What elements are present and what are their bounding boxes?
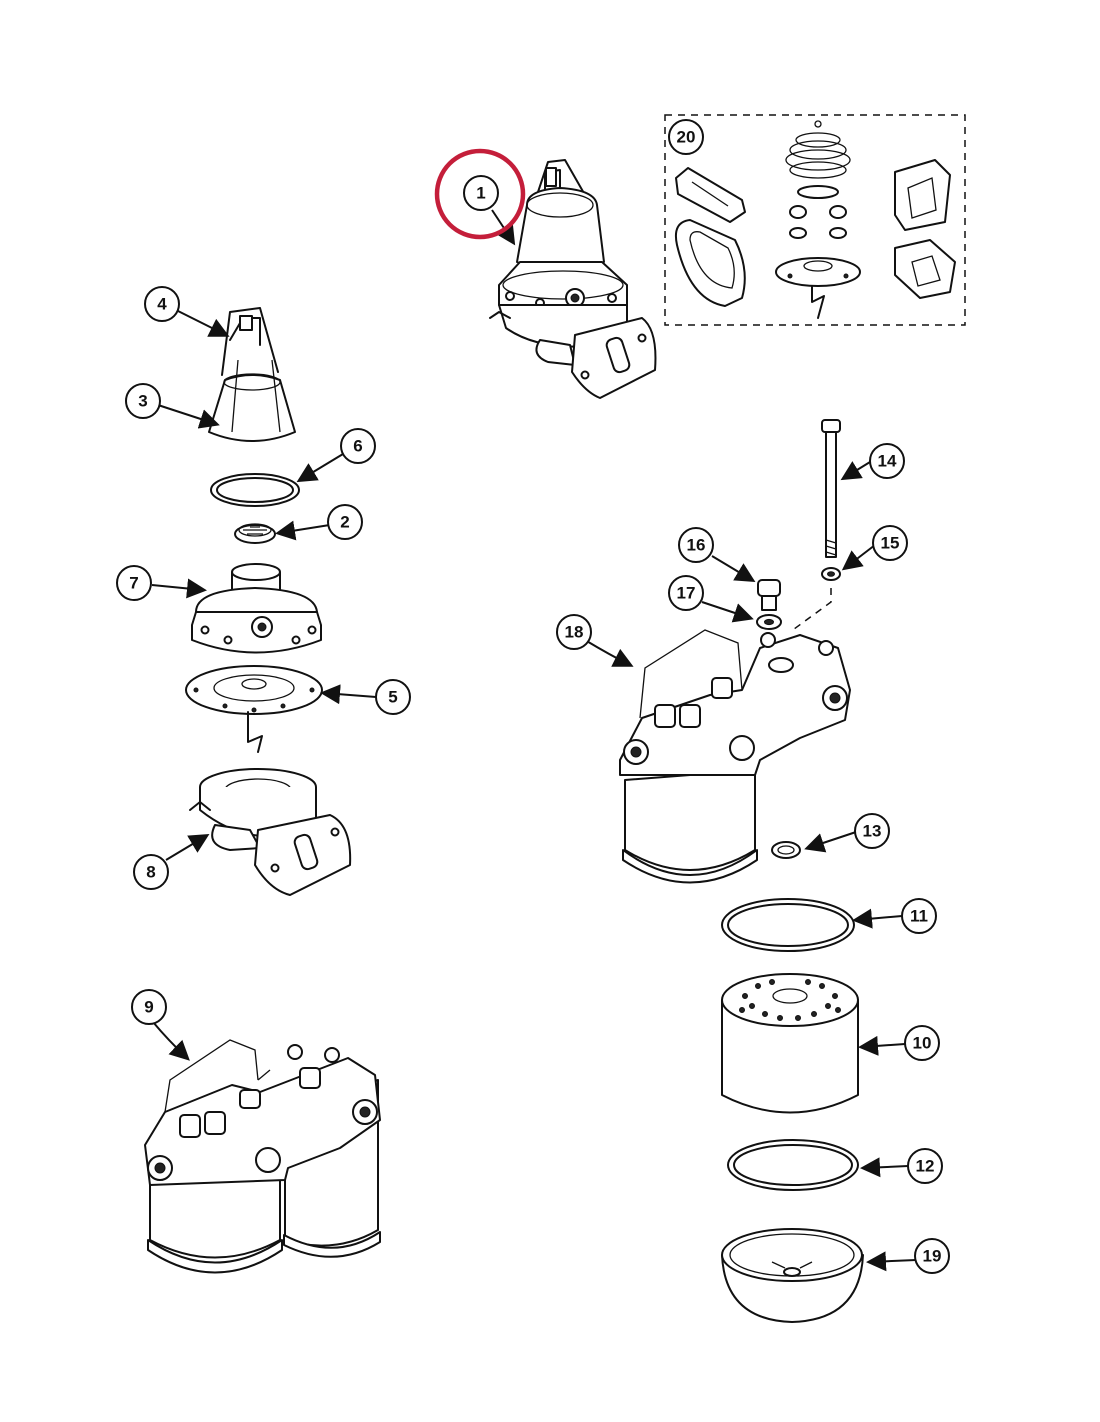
part-5-diaphragm [185, 665, 323, 753]
part-2-strainer-screen [234, 523, 276, 544]
part-18-filter-assembly [619, 629, 851, 884]
part-10-filter-element [721, 973, 859, 1114]
svg-text:13: 13 [863, 822, 882, 841]
svg-text:16: 16 [687, 536, 706, 555]
part-12-lower-seal-ring [727, 1139, 859, 1191]
callout-19: 19 [914, 1238, 950, 1274]
part-20-repair-kit [664, 114, 966, 326]
svg-text:6: 6 [353, 437, 362, 456]
part-6-bowl-gasket [210, 473, 300, 507]
part-1-fuel-pump-assembly [489, 159, 657, 399]
svg-text:20: 20 [677, 128, 696, 147]
part-17-sealing-washer [756, 614, 782, 630]
callout-9: 9 [131, 989, 167, 1025]
svg-text:14: 14 [878, 452, 897, 471]
callout-17: 17 [668, 575, 704, 611]
callout-13: 13 [854, 813, 890, 849]
svg-text:11: 11 [910, 907, 928, 926]
callout-6: 6 [340, 428, 376, 464]
svg-text:5: 5 [388, 688, 397, 707]
callout-7: 7 [116, 565, 152, 601]
part-16-vent-screw [757, 579, 781, 611]
svg-text:4: 4 [157, 295, 167, 314]
callout-20: 20 [668, 119, 704, 155]
svg-text:9: 9 [144, 998, 153, 1017]
callout-2: 2 [327, 504, 363, 540]
callout-16: 16 [678, 527, 714, 563]
svg-text:3: 3 [138, 392, 147, 411]
svg-text:8: 8 [146, 863, 155, 882]
part-11-upper-seal-ring [721, 898, 855, 952]
svg-text:1: 1 [476, 184, 485, 203]
svg-text:17: 17 [677, 584, 696, 603]
svg-text:18: 18 [565, 623, 584, 642]
callout-12: 12 [907, 1148, 943, 1184]
svg-text:12: 12 [916, 1157, 935, 1176]
callout-4: 4 [144, 286, 180, 322]
callout-18: 18 [556, 614, 592, 650]
callout-15: 15 [872, 525, 908, 561]
callout-11: 11 [901, 898, 937, 934]
callout-10: 10 [904, 1025, 940, 1061]
leader-lines [151, 209, 917, 1272]
callout-3: 3 [125, 383, 161, 419]
svg-text:7: 7 [129, 574, 138, 593]
callout-8: 8 [133, 854, 169, 890]
svg-text:19: 19 [923, 1247, 942, 1266]
part-9-twin-filter-assembly [144, 1039, 381, 1274]
part-4-retaining-bail [221, 307, 279, 376]
callout-5: 5 [375, 679, 411, 715]
svg-text:2: 2 [340, 513, 349, 532]
part-7-pump-upper-body [191, 563, 322, 654]
callout-14: 14 [869, 443, 905, 479]
part-14-through-bolt [821, 419, 841, 558]
part-3-sediment-bowl [208, 359, 296, 442]
part-13-o-ring [771, 841, 801, 859]
filter-perforations [739, 979, 841, 1021]
svg-text:10: 10 [913, 1034, 932, 1053]
callout-1: 1 [463, 175, 499, 211]
part-19-filter-bowl [721, 1228, 864, 1323]
part-8-pump-lower-body [189, 768, 352, 896]
svg-text:15: 15 [881, 534, 900, 553]
callout-1-highlight-ring [434, 148, 526, 240]
part-15-washer [789, 567, 841, 633]
